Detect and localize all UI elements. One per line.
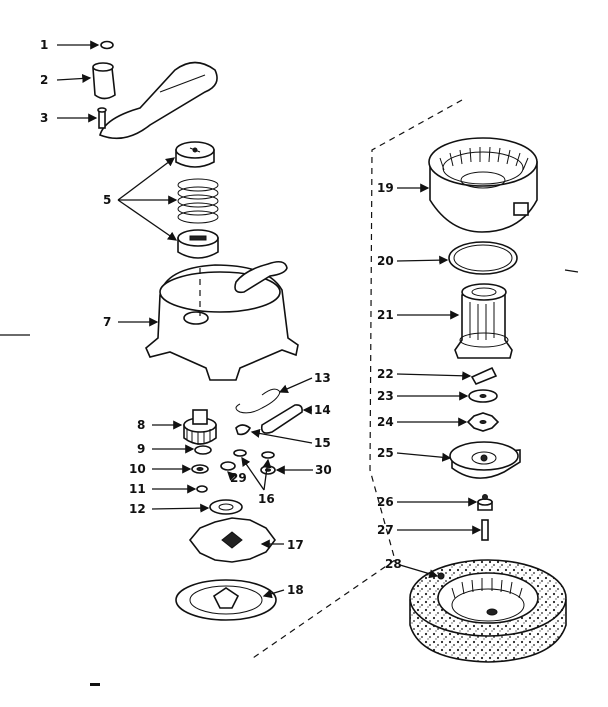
callout-21: 21 (377, 308, 394, 322)
part-26-screw (477, 494, 493, 511)
callout-2: 2 (40, 73, 48, 87)
callout-20: 20 (377, 254, 394, 268)
stray-mark (90, 683, 100, 686)
part-9-washer (194, 445, 212, 455)
part-28-base (409, 559, 567, 663)
part-2-knob (92, 62, 116, 100)
callout-24: 24 (377, 415, 394, 429)
part-15-pawl (235, 424, 252, 436)
part-13-spring-clip (235, 388, 281, 414)
part-3-crank-arm (97, 61, 218, 140)
part-12-washer (209, 499, 243, 515)
stray-mark (564, 269, 579, 273)
callout-11: 11 (129, 482, 146, 496)
part-7-housing (145, 260, 299, 381)
callout-labels: 1 2 3 5 7 8 9 10 11 12 13 14 15 16 17 18… (40, 38, 402, 597)
part-18-disc (175, 579, 277, 621)
part-14-lever (260, 404, 303, 434)
part-22-blade (470, 366, 498, 386)
part-8-gear (183, 409, 217, 445)
callout-22: 22 (377, 367, 394, 381)
callout-29: 29 (230, 471, 247, 485)
part-21-cylinder (454, 283, 513, 359)
callout-14: 14 (314, 403, 331, 417)
part-29-washer (220, 461, 236, 471)
part-10-washer (191, 464, 209, 474)
assembly-boundary (249, 99, 463, 661)
callout-3: 3 (40, 111, 48, 125)
callout-8: 8 (137, 418, 145, 432)
callout-9: 9 (137, 442, 145, 456)
callout-17: 17 (287, 538, 304, 552)
callout-16: 16 (258, 492, 275, 506)
callout-15: 15 (314, 436, 331, 450)
part-16-washers (233, 449, 275, 459)
callout-7: 7 (103, 315, 111, 329)
leader-lines (56, 40, 482, 599)
part-11-washer (196, 485, 208, 493)
callout-30: 30 (315, 463, 332, 477)
part-25-cam (449, 441, 521, 479)
part-27-pin (481, 519, 489, 541)
part-20-o-ring (448, 241, 518, 275)
part-23-washer (468, 389, 498, 403)
part-5-spring-assembly (175, 141, 219, 259)
part-19-ring-housing (428, 137, 538, 233)
part-30-nut (260, 465, 276, 475)
callout-28: 28 (385, 557, 402, 571)
callout-19: 19 (377, 181, 394, 195)
part-24-star-washer (466, 412, 500, 432)
callout-12: 12 (129, 502, 146, 516)
callout-25: 25 (377, 446, 394, 460)
part-17-star-plate (188, 517, 276, 563)
callout-18: 18 (287, 583, 304, 597)
callout-23: 23 (377, 389, 394, 403)
callout-26: 26 (377, 495, 394, 509)
callout-1: 1 (40, 38, 48, 52)
callout-5: 5 (103, 193, 111, 207)
part-1-cap (100, 40, 114, 50)
callout-27: 27 (377, 523, 394, 537)
callout-10: 10 (129, 462, 146, 476)
callout-13: 13 (314, 371, 331, 385)
